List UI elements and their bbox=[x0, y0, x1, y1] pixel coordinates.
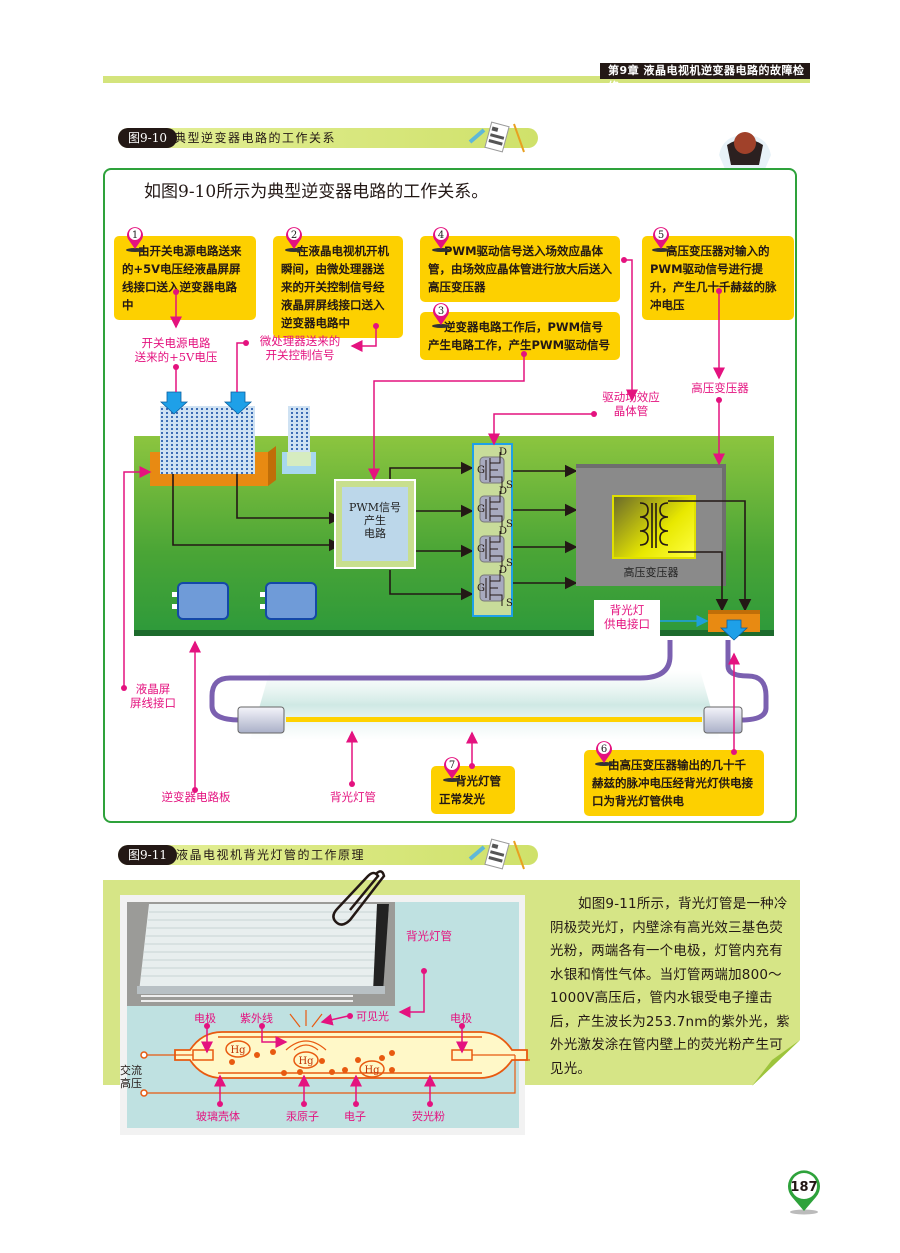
label-lcd-cable-port: 液晶屏 屏线接口 bbox=[130, 682, 176, 710]
svg-text:S: S bbox=[506, 558, 513, 569]
note-3-text: 逆变器电路工作后，PWM信号产生电路工作，产生PWM驱动信号 bbox=[428, 320, 611, 352]
pwm-label-line2: 产生 bbox=[364, 514, 386, 527]
svg-text:可见光: 可见光 bbox=[356, 1009, 389, 1023]
pwm-label-line1: PWM信号 bbox=[349, 501, 401, 514]
paperclip-icon bbox=[332, 870, 386, 926]
svg-text:背光灯管: 背光灯管 bbox=[406, 929, 452, 943]
svg-text:D: D bbox=[499, 526, 507, 537]
pwm-label-line3: 电路 bbox=[364, 527, 386, 540]
svg-text:G: G bbox=[477, 465, 485, 476]
note-1-text: 由开关电源电路送来的+5V电压经液晶屏屏线接口送入逆变器电路中 bbox=[122, 244, 242, 312]
pin-1-icon: 1 bbox=[126, 227, 144, 252]
svg-text:S: S bbox=[506, 598, 513, 609]
label-inverter-board: 逆变器电路板 bbox=[161, 790, 231, 804]
svg-text:电极: 电极 bbox=[450, 1011, 472, 1025]
page-curl-icon bbox=[752, 1040, 800, 1086]
pin-7-icon: 7 bbox=[443, 757, 461, 782]
backlight-tube-illustration bbox=[209, 640, 769, 740]
svg-text:2: 2 bbox=[291, 230, 297, 241]
svg-text:5: 5 bbox=[658, 230, 664, 241]
pin-5-icon: 5 bbox=[652, 227, 670, 252]
note-7: 背光灯管正常发光 bbox=[431, 766, 515, 814]
page-number-badge: 187 bbox=[788, 1170, 820, 1215]
figure2-tag: 图9-11 bbox=[118, 845, 177, 865]
note-2: 在液晶电视机开机瞬间，由微处理器送来的开关控制信号经液晶屏屏线接口送入逆变器电路… bbox=[273, 236, 403, 338]
stationery-icon bbox=[468, 838, 525, 870]
svg-text:荧光粉: 荧光粉 bbox=[412, 1109, 445, 1123]
figure-title: 典型逆变器电路的工作关系 bbox=[174, 131, 337, 145]
svg-text:187: 187 bbox=[790, 1180, 817, 1195]
figure2-description: 如图9-11所示，背光灯管是一种冷阴极荧光灯，内壁涂有高光效三基色荧光粉，两端各… bbox=[550, 896, 790, 1077]
transformer-wiring bbox=[639, 500, 760, 641]
note-6-text: 由高压变压器输出的几十千赫兹的脉冲电压经背光灯供电接口为背光灯管供电 bbox=[592, 758, 753, 808]
svg-text:电子: 电子 bbox=[344, 1110, 366, 1123]
figure-intro-text: 如图9-10所示为典型逆变器电路的工作关系。 bbox=[144, 182, 489, 202]
svg-text:Hg: Hg bbox=[230, 1045, 246, 1056]
figure2-caption-bar bbox=[118, 845, 538, 865]
transformer-window bbox=[612, 495, 696, 559]
svg-text:电极: 电极 bbox=[194, 1011, 216, 1025]
note-7-text: 背光灯管正常发光 bbox=[439, 774, 501, 806]
capacitor-icon bbox=[172, 582, 317, 620]
pin-3-icon: 3 bbox=[432, 303, 450, 328]
note-5-text: 高压变压器对输入的PWM驱动信号进行提升，产生几十千赫兹的脉冲电压 bbox=[650, 244, 777, 312]
figure-caption-bar bbox=[118, 128, 538, 148]
svg-text:4: 4 bbox=[438, 230, 444, 241]
svg-text:高压: 高压 bbox=[120, 1076, 142, 1090]
backlight-module-photo bbox=[127, 902, 395, 1006]
annotation-leaders bbox=[121, 257, 740, 793]
svg-text:G: G bbox=[477, 544, 485, 555]
note-4: PWM驱动信号送入场效应晶体管，由场效应晶体管进行放大后送入高压变压器 bbox=[420, 236, 620, 302]
note-2-text: 在液晶电视机开机瞬间，由微处理器送来的开关控制信号经液晶屏屏线接口送入逆变器电路… bbox=[281, 244, 389, 330]
transformer-inner-label: 高压变压器 bbox=[623, 566, 679, 579]
svg-text:G: G bbox=[477, 504, 485, 515]
svg-text:汞原子: 汞原子 bbox=[286, 1110, 319, 1123]
label-backlight-power-port: 背光灯 供电接口 bbox=[604, 603, 650, 631]
svg-text:D: D bbox=[499, 447, 507, 458]
svg-text:Hg: Hg bbox=[364, 1065, 380, 1076]
stationery-icon bbox=[468, 121, 525, 153]
header-rule bbox=[103, 76, 810, 83]
svg-text:7: 7 bbox=[449, 760, 455, 771]
pin-4-icon: 4 bbox=[432, 227, 450, 252]
svg-text:6: 6 bbox=[601, 744, 607, 755]
label-switch-control-signal: 微处理器送来的 开关控制信号 bbox=[259, 334, 341, 362]
label-backlight-tube: 背光灯管 bbox=[330, 790, 376, 804]
svg-text:紫外线: 紫外线 bbox=[240, 1011, 273, 1025]
inverter-circuit-diagram: D G S D G S D G S D G S bbox=[150, 391, 578, 620]
svg-text:1: 1 bbox=[132, 230, 138, 241]
label-drive-fet: 驱动场效应 晶体管 bbox=[602, 390, 660, 418]
svg-text:S: S bbox=[506, 480, 513, 491]
pin-6-icon: 6 bbox=[595, 741, 613, 766]
label-5v-supply: 开关电源电路 送来的+5V电压 bbox=[134, 336, 218, 364]
svg-text:S: S bbox=[506, 519, 513, 530]
svg-text:D: D bbox=[499, 486, 507, 497]
svg-text:3: 3 bbox=[438, 306, 444, 317]
note-6: 由高压变压器输出的几十千赫兹的脉冲电压经背光灯供电接口为背光灯管供电 bbox=[584, 750, 764, 816]
svg-text:Hg: Hg bbox=[298, 1056, 314, 1067]
pwm-generator-block: PWM信号 产生 电路 bbox=[334, 479, 416, 569]
chapter-title: 第9章 液晶电视机逆变器电路的故障检修 bbox=[600, 63, 810, 93]
svg-text:交流: 交流 bbox=[120, 1063, 142, 1077]
note-3: 逆变器电路工作后，PWM信号产生电路工作，产生PWM驱动信号 bbox=[420, 312, 620, 360]
figure2-title: 液晶电视机背光灯管的工作原理 bbox=[176, 848, 366, 862]
svg-text:G: G bbox=[477, 583, 485, 594]
note-4-text: PWM驱动信号送入场效应晶体管，由场效应晶体管进行放大后送入高压变压器 bbox=[428, 244, 612, 294]
cold-cathode-lamp-diagram: 背光灯管 Hg Hg Hg 电极 紫外线 可见光 bbox=[120, 929, 530, 1123]
svg-text:D: D bbox=[499, 565, 507, 576]
figure-tag: 图9-10 bbox=[118, 128, 177, 148]
label-hv-transformer: 高压变压器 bbox=[691, 381, 749, 395]
svg-text:玻璃壳体: 玻璃壳体 bbox=[196, 1109, 240, 1123]
pin-2-icon: 2 bbox=[285, 227, 303, 252]
